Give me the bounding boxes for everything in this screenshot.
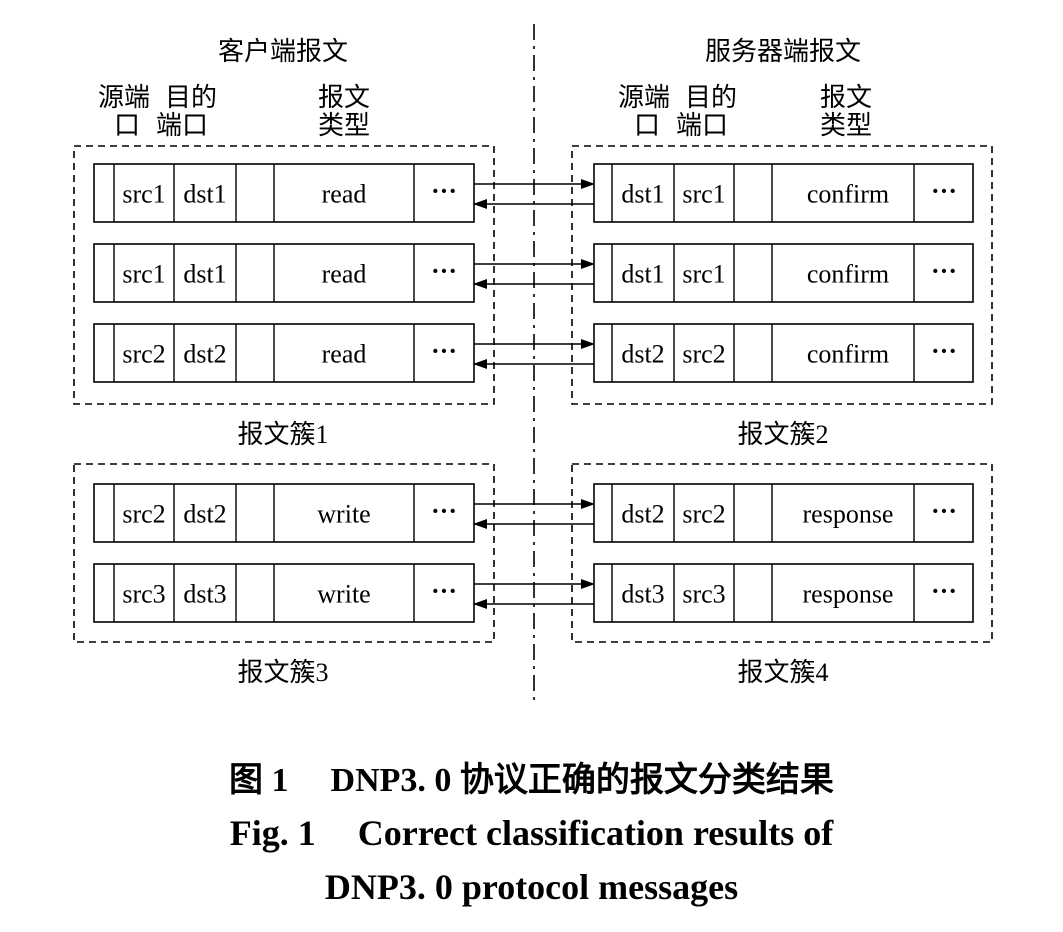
- cluster2-server-message-2-dst-field: src1: [682, 260, 725, 289]
- figure-caption-english-line2: DNP3. 0 protocol messages: [324, 867, 739, 907]
- cluster4-server-message-2-ellipsis: ···: [931, 577, 957, 606]
- cluster2-server-message-2-src-field: dst1: [621, 260, 664, 289]
- cluster1-client-message-2-src-field: src1: [122, 260, 165, 289]
- client-messages-header: 客户端报文: [217, 37, 349, 66]
- cluster2-server-message-3-src-field: dst2: [621, 340, 664, 369]
- cluster1-client-message-2-type-field: read: [322, 260, 367, 289]
- cluster1-client-message-1-src-field: src1: [122, 180, 165, 209]
- caption-en-line1: Correct classification results of: [357, 813, 834, 853]
- cluster4-server-message-1-ellipsis: ···: [931, 497, 957, 526]
- cluster1-client-message-3-ellipsis: ···: [431, 337, 457, 366]
- cluster2-server-message-2-type-field: confirm: [807, 260, 889, 289]
- cluster1-client-message-1-ellipsis: ···: [431, 177, 457, 206]
- cluster4-server-message-2-dst-field: src3: [682, 580, 725, 609]
- caption-cn-figure-number: 图 1: [229, 762, 289, 799]
- cluster4-server-message-1-frame: [593, 483, 974, 543]
- cluster3-client-message-1-type-field: write: [317, 500, 370, 529]
- cluster4-server-message-1-src-field: dst2: [621, 500, 664, 529]
- cluster1-client-message-2-ellipsis: ···: [431, 257, 457, 286]
- cluster2-server-message-1-src-field: dst1: [621, 180, 664, 209]
- cluster4-server-message-2-src-field: dst3: [621, 580, 664, 609]
- server-dst-port-header: 目的 端口: [676, 83, 738, 140]
- cluster2-server-message-2-frame: [593, 243, 974, 303]
- cluster3-client-message-2-type-field: write: [317, 580, 370, 609]
- cluster3-client-message-2-src-field: src3: [122, 580, 165, 609]
- cluster3-client-message-1-dst-field: dst2: [183, 500, 226, 529]
- cluster2-server-message-1-ellipsis: ···: [931, 177, 957, 206]
- figure-caption-chinese: 图 1 DNP3. 0 协议正确的报文分类结果: [0, 752, 1063, 801]
- cluster2-server-message-2-ellipsis: ···: [931, 257, 957, 286]
- cluster1-client-message-2-frame: [93, 243, 475, 303]
- cluster4-server-message-1-type-field: response: [803, 500, 894, 529]
- cluster4-server-message-2-frame: [593, 563, 974, 623]
- client-src-port-header: 源端 口: [98, 83, 151, 140]
- caption-cn-text: DNP3. 0 协议正确的报文分类结果: [330, 762, 834, 799]
- cluster4-server-message-2-type-field: response: [803, 580, 894, 609]
- client-dst-port-header: 目的 端口: [156, 83, 218, 140]
- cluster2-server-message-1-frame: [593, 163, 974, 223]
- cluster3-client-message-2-dst-field: dst3: [183, 580, 226, 609]
- cluster-2-label: 报文簇2: [737, 420, 829, 449]
- cluster1-client-message-3-frame: [93, 323, 475, 383]
- cluster1-client-message-1-frame: [93, 163, 475, 223]
- cluster2-server-message-3-ellipsis: ···: [931, 337, 957, 366]
- cluster-4-box: [571, 463, 993, 643]
- cluster1-client-message-1-dst-field: dst1: [183, 180, 226, 209]
- cluster1-client-message-2-dst-field: dst1: [183, 260, 226, 289]
- cluster-3-box: [73, 463, 495, 643]
- cluster1-client-message-3-src-field: src2: [122, 340, 165, 369]
- client-msg-type-header: 报文 类型: [318, 83, 371, 140]
- cluster1-client-message-1-type-field: read: [322, 180, 367, 209]
- cluster4-server-message-1-dst-field: src2: [682, 500, 725, 529]
- cluster-2-box: [571, 145, 993, 405]
- server-messages-header: 服务器端报文: [704, 37, 862, 66]
- caption-en-figure-number: Fig. 1: [229, 813, 316, 853]
- figure-caption-english-line1: Fig. 1 Correct classification results of: [0, 812, 1063, 854]
- server-msg-type-header: 报文 类型: [820, 83, 873, 140]
- cluster2-server-message-3-dst-field: src2: [682, 340, 725, 369]
- cluster2-server-message-1-type-field: confirm: [807, 180, 889, 209]
- cluster3-client-message-1-src-field: src2: [122, 500, 165, 529]
- cluster3-client-message-1-ellipsis: ···: [431, 497, 457, 526]
- cluster2-server-message-3-frame: [593, 323, 974, 383]
- cluster2-server-message-3-type-field: confirm: [807, 340, 889, 369]
- server-src-port-header: 源端 口: [618, 83, 671, 140]
- cluster-4-label: 报文簇4: [737, 658, 829, 687]
- cluster2-server-message-1-dst-field: src1: [682, 180, 725, 209]
- cluster1-client-message-3-dst-field: dst2: [183, 340, 226, 369]
- cluster1-client-message-3-type-field: read: [322, 340, 367, 369]
- cluster3-client-message-2-frame: [93, 563, 475, 623]
- cluster3-client-message-2-ellipsis: ···: [431, 577, 457, 606]
- cluster-1-box: [73, 145, 495, 405]
- cluster-3-label: 报文簇3: [237, 658, 329, 687]
- cluster-1-label: 报文簇1: [237, 420, 329, 449]
- cluster3-client-message-1-frame: [93, 483, 475, 543]
